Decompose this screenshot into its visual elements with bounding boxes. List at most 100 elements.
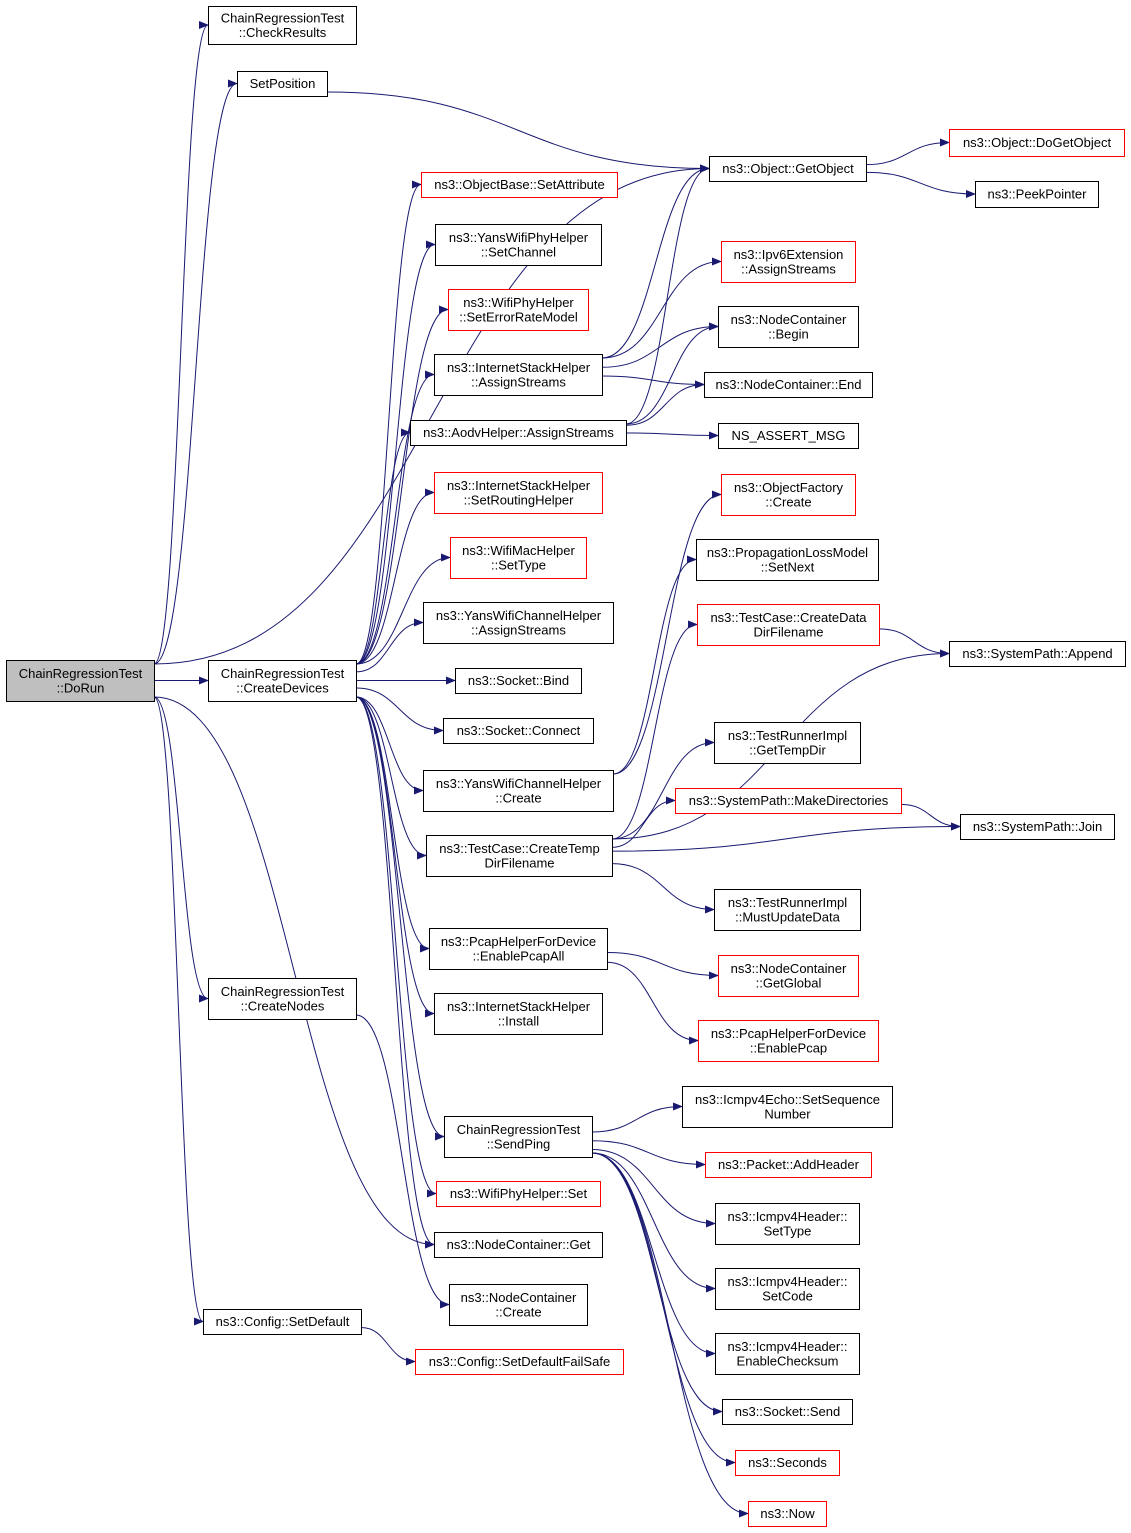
- node-label-line: ns3::WifiMacHelper: [462, 543, 575, 558]
- edge-dorun-to-checkresults: [153, 21, 209, 665]
- node-now[interactable]: ns3::Now: [748, 1501, 827, 1527]
- node-wmh-settype[interactable]: ns3::WifiMacHelper::SetType: [450, 537, 587, 579]
- node-plm-setnext[interactable]: ns3::PropagationLossModel::SetNext: [696, 539, 879, 581]
- node-sp-append[interactable]: ns3::SystemPath::Append: [949, 641, 1126, 667]
- edge-createdevices-to-ywch_assignstreams: [355, 618, 424, 673]
- edge-setdefault-to-setdefaultfailsafe: [360, 1327, 416, 1366]
- node-dorun[interactable]: ChainRegressionTest::DoRun: [6, 660, 155, 702]
- node-label-line: ::Install: [498, 1013, 539, 1028]
- edge-ish_assignstreams-to-nc_end: [601, 375, 705, 389]
- edge-createdevices-to-ish_assignstreams: [355, 370, 435, 665]
- node-aodv-assignstreams[interactable]: ns3::AodvHelper::AssignStreams: [410, 420, 627, 446]
- node-box: [421, 172, 618, 198]
- node-nc-get[interactable]: ns3::NodeContainer::Get: [434, 1232, 603, 1258]
- node-enablepcapall[interactable]: ns3::PcapHelperForDevice::EnablePcapAll: [429, 928, 608, 970]
- node-setattribute[interactable]: ns3::ObjectBase::SetAttribute: [421, 172, 618, 198]
- node-setroutinghelper[interactable]: ns3::InternetStackHelper::SetRoutingHelp…: [434, 472, 603, 514]
- node-box: [675, 788, 902, 814]
- node-socket-connect[interactable]: ns3::Socket::Connect: [443, 718, 594, 744]
- node-label-line: ::SetChannel: [481, 244, 556, 259]
- node-label-line: SetType: [764, 1223, 812, 1238]
- node-label-line: ::GetGlobal: [756, 975, 822, 990]
- node-label-line: ::EnablePcap: [750, 1040, 827, 1055]
- edge-createdevices-to-aodv_assignstreams: [355, 428, 411, 665]
- node-setposition[interactable]: SetPosition: [237, 71, 328, 97]
- node-box: [698, 1020, 879, 1062]
- node-gettempdir[interactable]: ns3::TestRunnerImpl::GetTempDir: [714, 722, 861, 764]
- node-wph-set[interactable]: ns3::WifiPhyHelper::Set: [436, 1181, 601, 1207]
- node-setdefault[interactable]: ns3::Config::SetDefault: [203, 1309, 362, 1335]
- node-ipv6-assignstreams[interactable]: ns3::Ipv6Extension::AssignStreams: [721, 241, 856, 283]
- node-label-line: ::SetErrorRateModel: [459, 309, 578, 324]
- edge-createdevices-to-enablepcapall: [355, 696, 430, 953]
- node-icmp-settype[interactable]: ns3::Icmpv4Header::SetType: [715, 1203, 860, 1245]
- node-socket-send[interactable]: ns3::Socket::Send: [722, 1399, 853, 1425]
- node-seconds[interactable]: ns3::Seconds: [735, 1450, 840, 1476]
- node-ish-install[interactable]: ns3::InternetStackHelper::Install: [434, 993, 603, 1035]
- node-label-line: ns3::Now: [760, 1506, 815, 1521]
- node-peekpointer[interactable]: ns3::PeekPointer: [975, 181, 1099, 208]
- node-addheader[interactable]: ns3::Packet::AddHeader: [705, 1152, 872, 1178]
- node-label-line: ns3::Icmpv4Echo::SetSequence: [695, 1092, 880, 1107]
- edge-layer: [153, 21, 976, 1518]
- node-ish-assignstreams[interactable]: ns3::InternetStackHelper::AssignStreams: [434, 354, 603, 396]
- node-nc-create[interactable]: ns3::NodeContainer::Create: [449, 1284, 588, 1326]
- node-ywch-create[interactable]: ns3::YansWifiChannelHelper::Create: [423, 770, 614, 812]
- node-createdevices[interactable]: ChainRegressionTest::CreateDevices: [208, 660, 357, 702]
- node-label-line: ::GetTempDir: [749, 742, 826, 757]
- edge-ywch_create-to-plm_setnext: [612, 555, 697, 775]
- node-label-line: ns3::ObjectFactory: [734, 480, 844, 495]
- node-label-line: ::SetType: [491, 557, 546, 572]
- edge-createdevices-to-setroutinghelper: [355, 488, 435, 665]
- node-sp-join[interactable]: ns3::SystemPath::Join: [960, 814, 1115, 840]
- node-enablepcap[interactable]: ns3::PcapHelperForDevice::EnablePcap: [698, 1020, 879, 1062]
- node-box: [949, 641, 1126, 667]
- node-box: [718, 955, 859, 997]
- node-box: [423, 602, 614, 644]
- node-box: [450, 537, 587, 579]
- node-icmp-enablechecksum[interactable]: ns3::Icmpv4Header::EnableChecksum: [715, 1333, 860, 1375]
- node-seterrorratemodel[interactable]: ns3::WifiPhyHelper::SetErrorRateModel: [448, 289, 589, 331]
- node-icmp-setcode[interactable]: ns3::Icmpv4Header::SetCode: [715, 1268, 860, 1310]
- edge-aodv_assignstreams-to-nc_end: [625, 380, 705, 426]
- node-nc-begin[interactable]: ns3::NodeContainer::Begin: [718, 306, 859, 348]
- node-label-line: ns3::InternetStackHelper: [447, 999, 591, 1014]
- node-ns-assert-msg[interactable]: NS_ASSERT_MSG: [718, 423, 859, 449]
- node-box: [975, 181, 1099, 208]
- node-box: [423, 770, 614, 812]
- node-label-line: ::SendPing: [487, 1136, 551, 1151]
- node-setchannel[interactable]: ns3::YansWifiPhyHelper::SetChannel: [435, 224, 602, 266]
- edge-createdevices-to-setchannel: [355, 240, 436, 665]
- node-makedirectories[interactable]: ns3::SystemPath::MakeDirectories: [675, 788, 902, 814]
- node-createnodes[interactable]: ChainRegressionTest::CreateNodes: [208, 978, 357, 1020]
- edge-sendping-to-now: [591, 1152, 749, 1518]
- node-label-line: ::Create: [765, 494, 811, 509]
- node-label-line: ns3::SystemPath::Join: [973, 819, 1102, 834]
- node-box: [443, 718, 594, 744]
- node-label-line: ns3::YansWifiChannelHelper: [436, 776, 602, 791]
- node-socket-bind[interactable]: ns3::Socket::Bind: [455, 668, 582, 694]
- node-setdefaultfailsafe[interactable]: ns3::Config::SetDefaultFailSafe: [415, 1349, 624, 1375]
- node-nc-end[interactable]: ns3::NodeContainer::End: [704, 372, 873, 398]
- node-dogetobject[interactable]: ns3::Object::DoGetObject: [949, 129, 1125, 157]
- node-ywch-assignstreams[interactable]: ns3::YansWifiChannelHelper::AssignStream…: [423, 602, 614, 644]
- node-label-line: ::AssignStreams: [471, 374, 566, 389]
- node-mustupdatedata[interactable]: ns3::TestRunnerImpl::MustUpdateData: [714, 889, 861, 931]
- edge-ish_assignstreams-to-getobject: [601, 164, 710, 359]
- node-getobject[interactable]: ns3::Object::GetObject: [709, 156, 867, 182]
- node-objectfactory-create[interactable]: ns3::ObjectFactory::Create: [721, 474, 856, 516]
- edge-createdevices-to-setattribute: [355, 180, 422, 665]
- node-checkresults[interactable]: ChainRegressionTest::CheckResults: [208, 6, 357, 45]
- node-nc-getglobal[interactable]: ns3::NodeContainer::GetGlobal: [718, 955, 859, 997]
- edge-sendping-to-addheader: [591, 1140, 706, 1169]
- node-label-line: ns3::Object::DoGetObject: [963, 135, 1112, 150]
- node-label-line: EnableChecksum: [737, 1353, 839, 1368]
- edge-createtempdir-to-mustupdatedata: [611, 863, 715, 914]
- node-label-line: ChainRegressionTest: [19, 666, 143, 681]
- node-box: [208, 6, 357, 45]
- node-sendping[interactable]: ChainRegressionTest::SendPing: [444, 1116, 593, 1158]
